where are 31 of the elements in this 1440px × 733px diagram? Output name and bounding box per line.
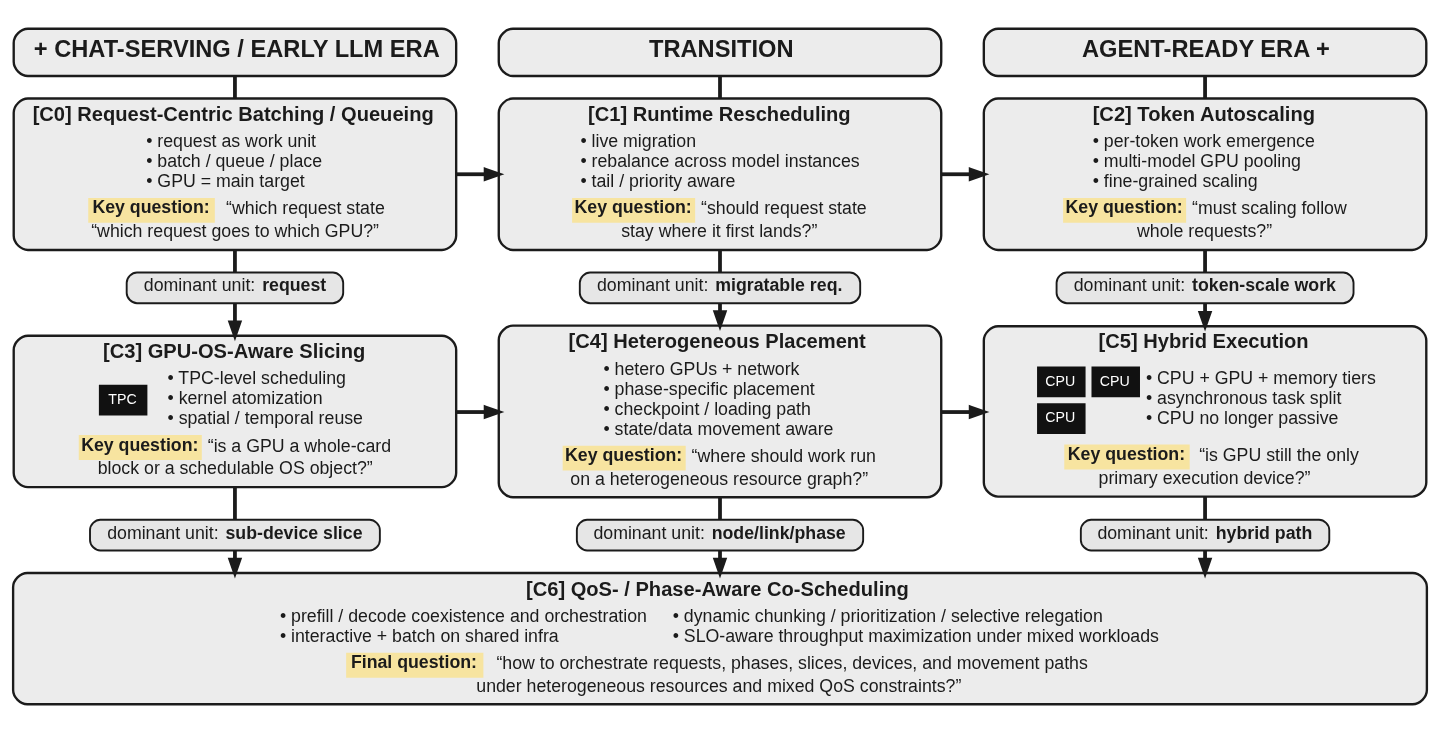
node-box: dominant unit: token-scale work bbox=[1055, 271, 1355, 305]
connector bbox=[233, 76, 237, 99]
node-box: [C5] Hybrid Execution CPU CPU CPU • CPU + GPU + memory tiers • asynchronous task split • CPU no longer passive Key question: “is GPU still the only primary execution device?” bbox=[982, 325, 1428, 498]
node-box: [C3] GPU-OS-Aware Slicing TPC • TPC-level scheduling • kernel atomization • spatial / temporal reuse Key question: “is a GPU a whole-card block or a schedulable OS object?” bbox=[12, 334, 458, 489]
node-box: [C2] Token Autoscaling • per-token work emergence • multi-model GPU pooling • fine-grained scaling Key question: “must scaling follow whole requests?” bbox=[982, 97, 1428, 252]
node-box: AGENT-READY ERA + bbox=[982, 27, 1428, 78]
connector bbox=[233, 250, 237, 273]
arrow bbox=[227, 303, 243, 342]
node-box: [C6] QoS- / Phase-Aware Co-Scheduling • prefill / decode coexistence and orchestration • interactive + batch on shared infra • dynamic chunking / prioritization / selective relegation • SLO-aware throughput maximization under mixed workloads Final question: “how to orchestrate requests, phases, slices, devices, and movement paths under heterogeneous resources and mixed QoS constraints?” bbox=[11, 571, 1429, 706]
node-box: dominant unit: migratable req. bbox=[578, 271, 862, 305]
node-box: + CHAT-SERVING / EARLY LLM ERA bbox=[12, 27, 458, 78]
node-box: dominant unit: node/link/phase bbox=[575, 518, 865, 552]
arrow bbox=[456, 167, 505, 182]
node-box: [C0] Request-Centric Batching / Queueing • request as work unit • batch / queue / place • GPU = main target Key question: “which request state “which request goes to which GPU?” bbox=[12, 97, 458, 252]
arrow bbox=[941, 167, 990, 182]
node-box: [C4] Heterogeneous Placement • hetero GPUs + network • phase-specific placement • checkpoint / loading path • state/data movement aware Key question: “where should work run on a heterogeneous resource graph?” bbox=[497, 324, 943, 499]
connector bbox=[718, 497, 722, 520]
arrow bbox=[456, 404, 505, 420]
node-box: [C1] Runtime Rescheduling • live migration • rebalance across model instances • tail / priority aware Key question: “should request state stay where it first lands?” bbox=[497, 97, 943, 252]
arrow bbox=[1197, 303, 1213, 332]
connector bbox=[233, 487, 237, 520]
connector bbox=[718, 76, 722, 99]
connector bbox=[1203, 496, 1207, 520]
connector bbox=[1203, 250, 1207, 273]
node-box: TRANSITION bbox=[497, 27, 943, 78]
connector bbox=[718, 250, 722, 273]
node-box: dominant unit: request bbox=[125, 271, 345, 305]
arrow bbox=[941, 404, 990, 420]
node-box: dominant unit: sub-device slice bbox=[89, 518, 381, 552]
connector bbox=[1203, 76, 1207, 99]
node-box: dominant unit: hybrid path bbox=[1079, 518, 1331, 552]
